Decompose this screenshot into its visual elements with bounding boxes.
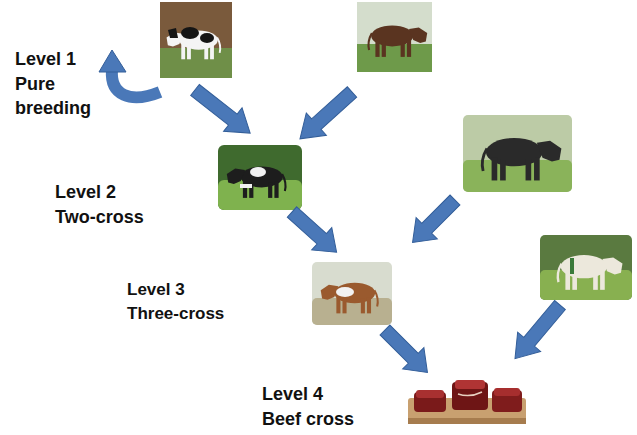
holstein-photo	[160, 2, 232, 78]
two-cross-photo	[218, 145, 302, 210]
white-bull-photo	[540, 235, 632, 300]
arrows	[99, 50, 571, 383]
block-arrow	[402, 189, 466, 253]
block-arrow	[290, 81, 362, 150]
black-bull-photo	[463, 115, 572, 192]
block-arrow	[504, 295, 572, 368]
block-arrow	[282, 201, 347, 263]
beef-photo	[408, 380, 526, 424]
level-number: Level 2	[55, 180, 116, 204]
three-cross-photo	[312, 262, 392, 325]
level-name: Two-cross	[55, 205, 144, 229]
block-arrow	[374, 319, 438, 383]
level-number: Level 1	[15, 47, 76, 71]
loop-arrow	[112, 70, 160, 97]
level-name: Pure breeding	[15, 72, 100, 120]
brown-bull-photo	[357, 2, 432, 72]
level-name: Beef cross	[262, 407, 354, 431]
loop-arrowhead	[99, 50, 126, 72]
block-arrow	[186, 78, 260, 145]
level-number: Level 3	[127, 278, 185, 302]
level-name: Three-cross	[127, 302, 224, 326]
level-number: Level 4	[262, 382, 323, 406]
